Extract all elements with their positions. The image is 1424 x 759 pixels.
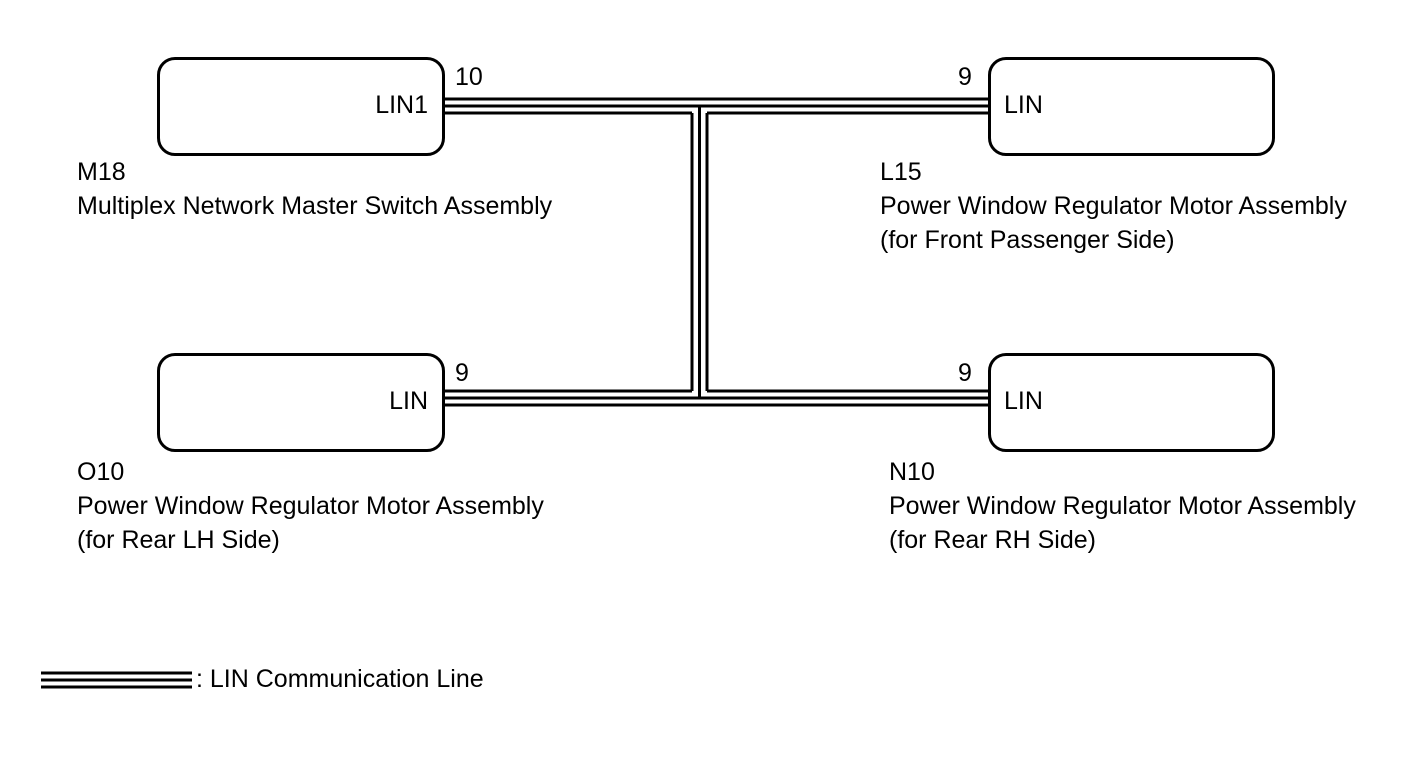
component-name-o10: Power Window Regulator Motor Assembly [77,492,544,520]
component-box-m18 [157,57,445,156]
pin-number-l15: 9 [958,63,972,91]
caption-o10: O10 Power Window Regulator Motor Assembl… [77,455,544,557]
caption-l15: L15 Power Window Regulator Motor Assembl… [880,155,1347,257]
caption-n10: N10 Power Window Regulator Motor Assembl… [889,455,1356,557]
pin-number-m18: 10 [455,63,483,91]
component-name-l15: Power Window Regulator Motor Assembly [880,192,1347,220]
pin-label-o10: LIN [389,387,428,415]
pin-number-n10: 9 [958,359,972,387]
component-code-n10: N10 [889,458,935,486]
component-name-n10: Power Window Regulator Motor Assembly [889,492,1356,520]
component-box-l15 [988,57,1275,156]
legend-label: : LIN Communication Line [196,665,484,693]
component-note-o10: (for Rear LH Side) [77,526,280,554]
pin-label-n10: LIN [1004,387,1043,415]
component-box-n10 [988,353,1275,452]
pin-label-m18: LIN1 [375,91,428,119]
component-code-m18: M18 [77,158,126,186]
component-code-o10: O10 [77,458,125,486]
component-name-m18: Multiplex Network Master Switch Assembly [77,192,553,220]
component-box-o10 [157,353,445,452]
pin-label-l15: LIN [1004,91,1043,119]
pin-number-o10: 9 [455,359,469,387]
component-note-n10: (for Rear RH Side) [889,526,1096,554]
caption-m18: M18 Multiplex Network Master Switch Asse… [77,155,552,223]
component-note-l15: (for Front Passenger Side) [880,226,1175,254]
component-code-l15: L15 [880,158,922,186]
